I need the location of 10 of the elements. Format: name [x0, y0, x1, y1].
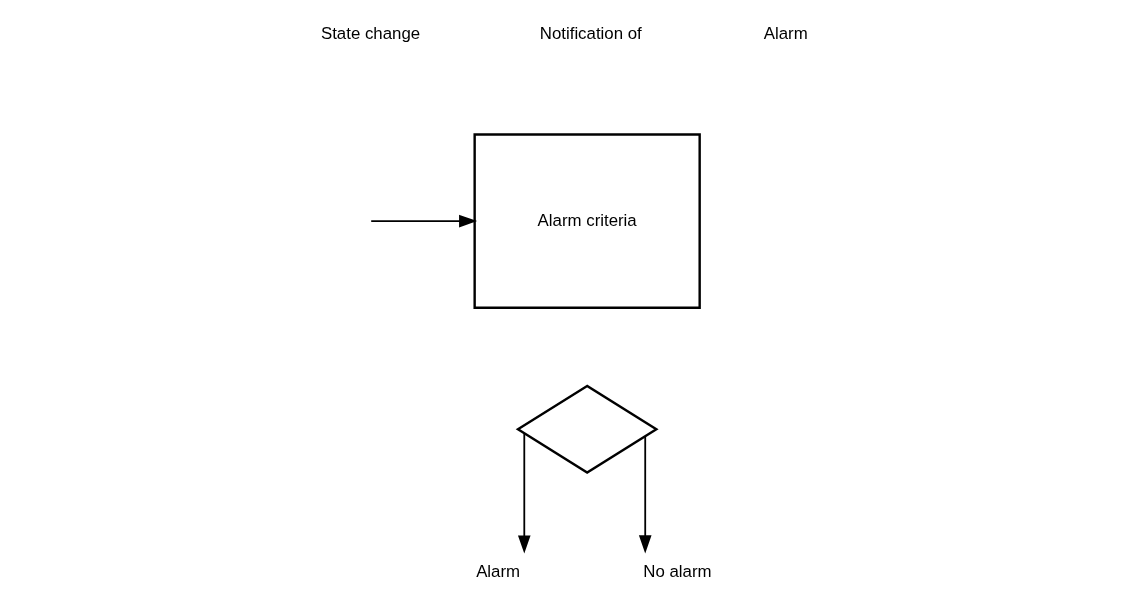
- label: Alarm: [763, 24, 808, 44]
- arrow: [370, 214, 478, 228]
- label: Notification of: [539, 24, 642, 44]
- arrow: [517, 432, 531, 554]
- node-text: Alarm: [476, 561, 521, 581]
- label: State change: [320, 24, 421, 44]
- node-box: Alarm criteria: [473, 133, 701, 309]
- node-diamond: [515, 384, 659, 474]
- arrow: [638, 435, 652, 554]
- node-text: No alarm: [643, 561, 712, 581]
